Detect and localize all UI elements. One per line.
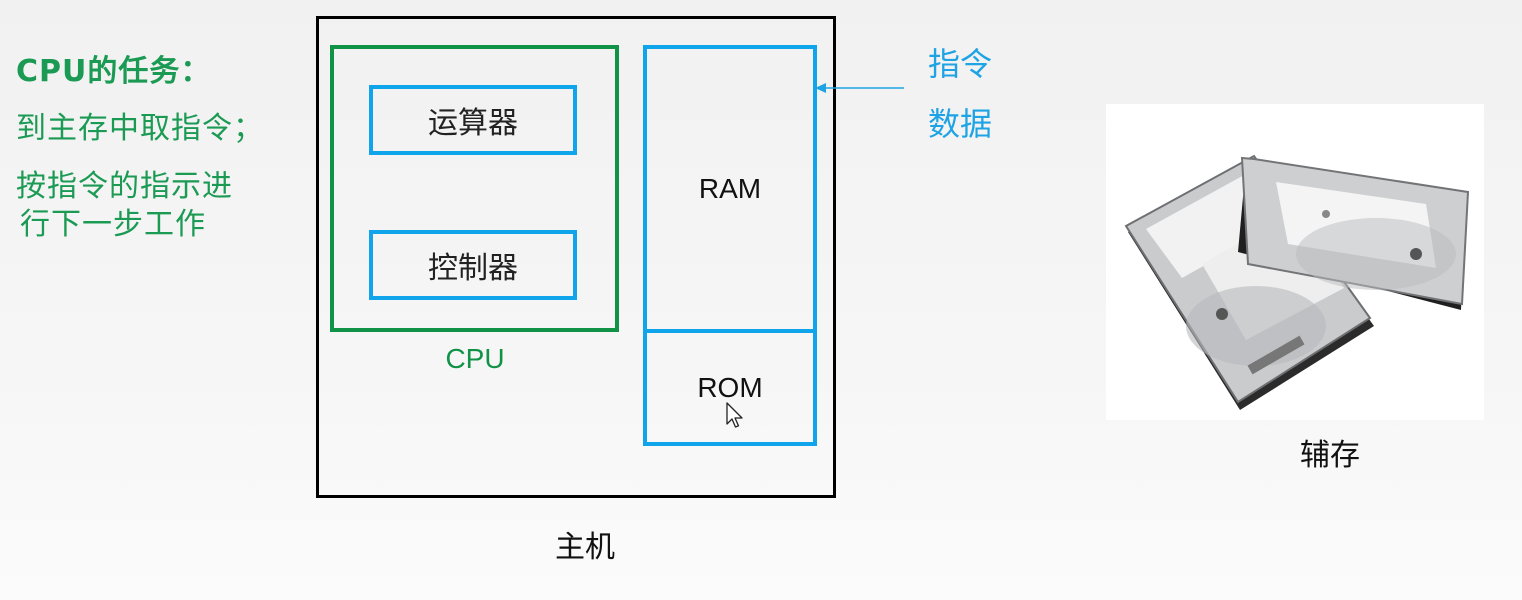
ram-label: RAM (698, 173, 762, 204)
rom-box: ROM (643, 329, 817, 446)
hard-disk-drives-icon (1124, 154, 1470, 410)
annotation-data: 数据 (928, 105, 993, 143)
controller-label: 控制器 (428, 251, 518, 286)
controller-box: 控制器 (369, 230, 577, 300)
annotation-instruction: 指令 (928, 45, 993, 83)
cpu-tasks-title: CPU的任务： (16, 54, 212, 89)
cpu-box (330, 45, 619, 332)
alu-label: 运算器 (428, 106, 518, 141)
alu-box: 运算器 (369, 85, 577, 155)
cpu-task-line-1: 到主存中取指令； (16, 111, 264, 146)
ram-box: RAM (643, 45, 817, 333)
host-label: 主机 (555, 530, 615, 565)
host-box (316, 16, 836, 498)
mouse-cursor-icon (726, 402, 743, 428)
secondary-storage-label: 辅存 (1300, 438, 1360, 473)
cpu-label: CPU (445, 343, 505, 374)
cpu-task-line-3: 行下一步工作 (20, 207, 206, 242)
cpu-task-line-2: 按指令的指示进 (16, 169, 233, 204)
rom-label: ROM (697, 371, 763, 403)
hard-disk-photo (1106, 104, 1484, 420)
input-arrow (815, 83, 904, 93)
